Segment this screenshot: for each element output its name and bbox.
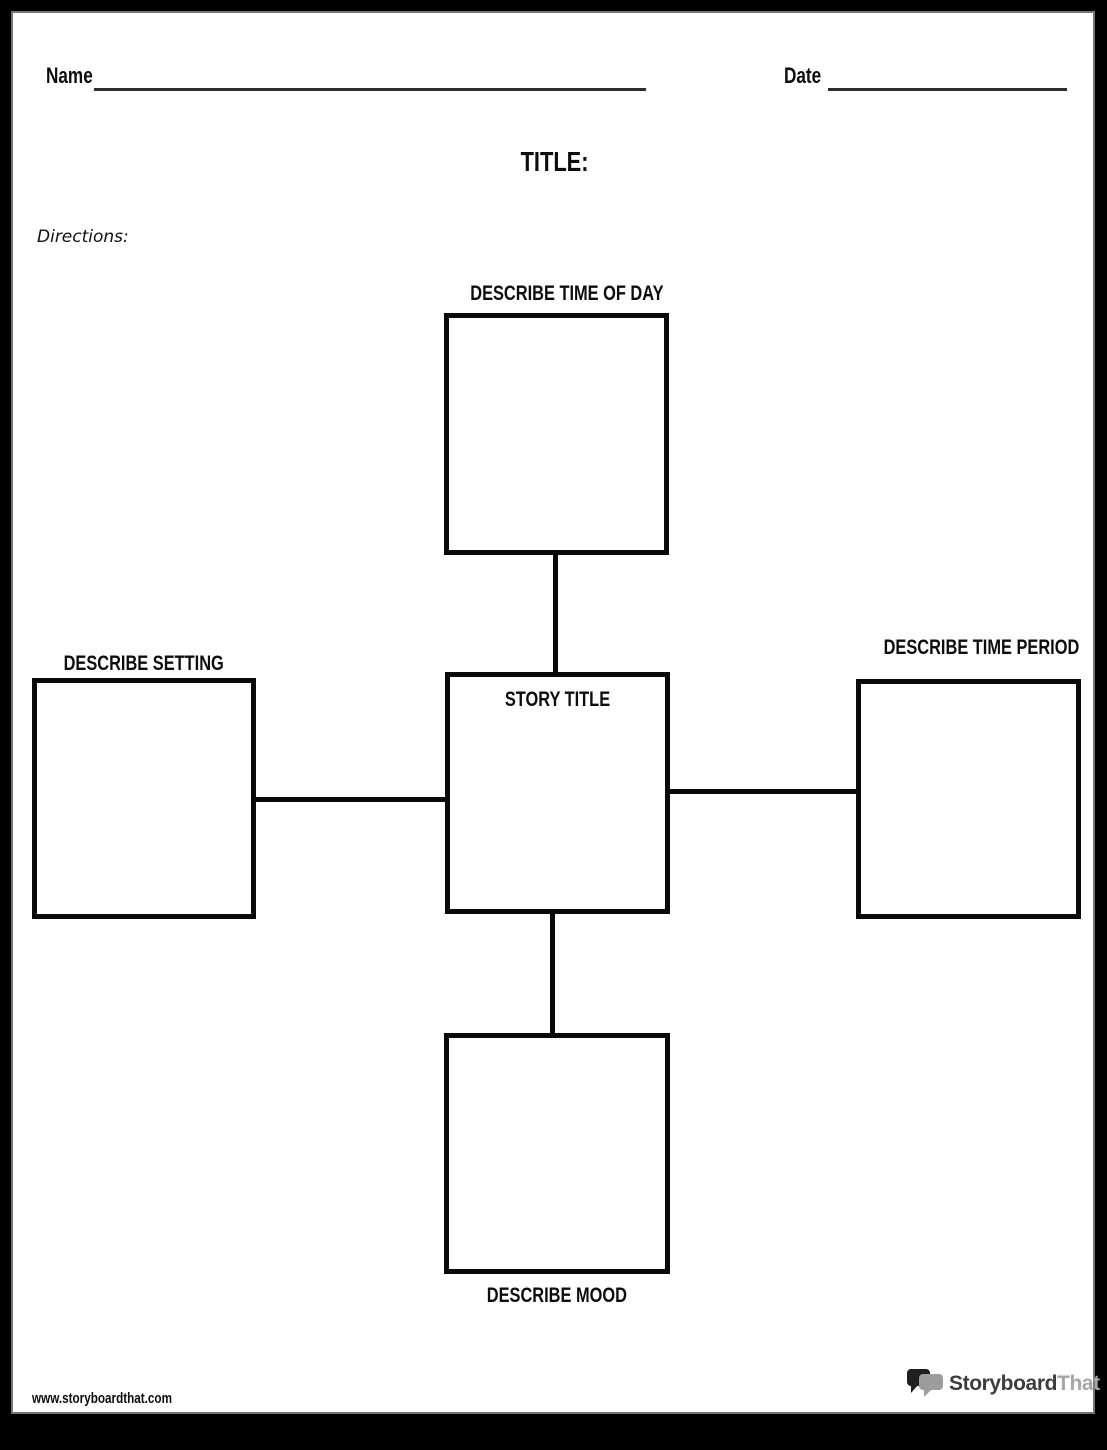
top-box[interactable]	[444, 313, 669, 555]
name-label: Name	[46, 63, 93, 88]
worksheet-page: Name Date TITLE: Directions: DESCRIBE TI…	[11, 11, 1095, 1414]
worksheet-title-label: TITLE:	[521, 146, 589, 177]
directions-label: Directions:	[37, 227, 129, 247]
bottom-box[interactable]	[444, 1033, 670, 1274]
logo-text-primary: Storyboard	[949, 1372, 1058, 1395]
footer-website-url: www.storyboardthat.com	[32, 1390, 172, 1407]
connector-top	[553, 555, 558, 674]
logo-text: StoryboardThat	[949, 1372, 1100, 1396]
connector-bottom	[550, 914, 555, 1033]
date-label: Date	[784, 63, 822, 88]
right-box-label: DESCRIBE TIME PERIOD	[883, 636, 1080, 659]
story-title-label: STORY TITLE	[504, 688, 611, 711]
connector-right	[670, 789, 856, 794]
date-input-line[interactable]	[828, 88, 1067, 91]
top-box-label: DESCRIBE TIME OF DAY	[469, 282, 664, 305]
logo-text-secondary: That	[1057, 1372, 1100, 1395]
connector-left	[256, 797, 445, 802]
speech-bubbles-icon	[906, 1368, 944, 1400]
center-box[interactable]: STORY TITLE	[445, 672, 670, 914]
bottom-box-label: DESCRIBE MOOD	[486, 1284, 628, 1307]
storyboardthat-logo: StoryboardThat	[906, 1368, 1100, 1400]
right-box[interactable]	[856, 679, 1081, 919]
left-box-label: DESCRIBE SETTING	[63, 652, 225, 675]
name-input-line[interactable]	[94, 88, 646, 91]
left-box[interactable]	[32, 678, 256, 919]
